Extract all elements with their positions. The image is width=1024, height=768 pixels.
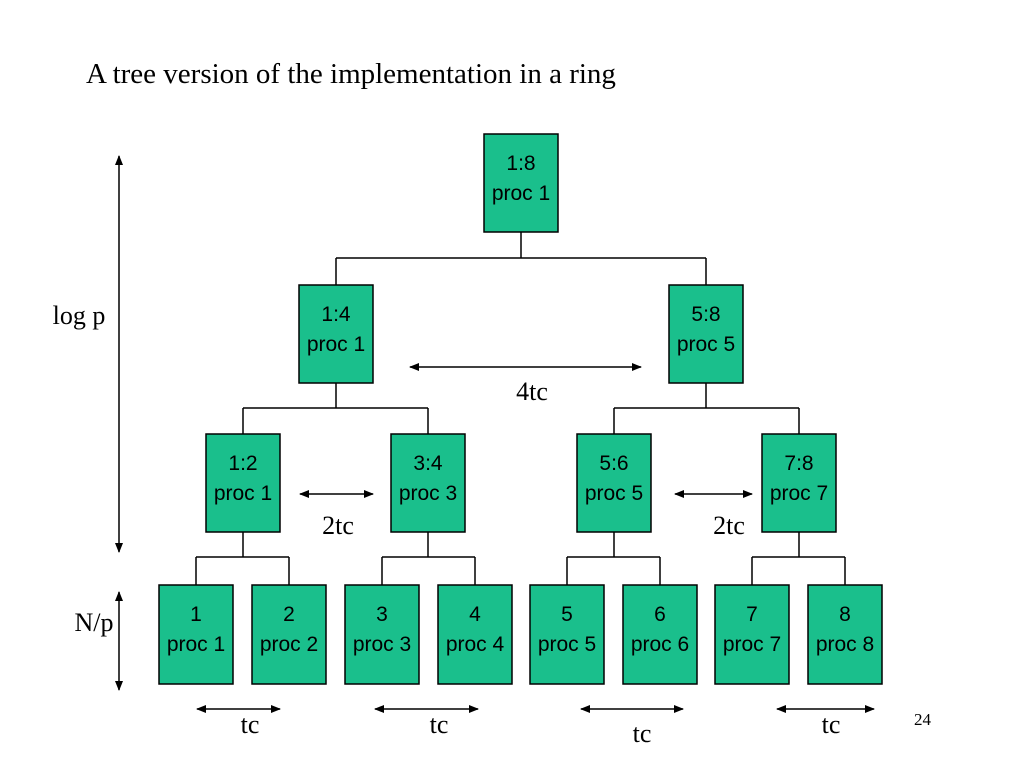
node-proc: proc 7 [723, 633, 781, 656]
node-box [761, 433, 837, 533]
node-proc: proc 1 [214, 482, 272, 505]
node-box [668, 284, 744, 384]
node-range: 6 [654, 603, 666, 626]
cost-label-level2-left: 2tc [322, 511, 354, 540]
node-box [576, 433, 652, 533]
cost-label-level2-right: 2tc [713, 511, 745, 540]
tree-node: 6 proc 6 [622, 584, 698, 685]
node-range: 4 [469, 603, 481, 626]
node-proc: proc 4 [446, 633, 505, 656]
node-proc: proc 5 [677, 333, 735, 356]
log-p-label: log p [53, 301, 106, 330]
node-range: 2 [283, 603, 295, 626]
node-box [714, 584, 790, 685]
tree-node: 1 proc 1 [158, 584, 234, 685]
node-box [529, 584, 605, 685]
tree-node: 5 proc 5 [529, 584, 605, 685]
tree-node: 2 proc 2 [251, 584, 327, 685]
node-proc: proc 8 [816, 633, 874, 656]
node-proc: proc 1 [167, 633, 225, 656]
tree-node: 1:8 proc 1 [483, 133, 559, 233]
cost-label-leaf: tc [633, 719, 652, 748]
node-box [437, 584, 513, 685]
tree-node: 3 proc 3 [344, 584, 420, 685]
node-range: 8 [839, 603, 851, 626]
tree-node: 3:4 proc 3 [390, 433, 466, 533]
node-box [622, 584, 698, 685]
node-box [251, 584, 327, 685]
tree-node: 1:4 proc 1 [298, 284, 374, 384]
tree-node: 8 proc 8 [807, 584, 883, 685]
tree-connectors [195, 232, 846, 585]
node-range: 5:8 [691, 303, 720, 326]
node-proc: proc 1 [307, 333, 365, 356]
cost-label-leaf: tc [241, 710, 260, 739]
node-box [483, 133, 559, 233]
cost-label-level1: 4tc [516, 377, 548, 406]
tree-node: 4 proc 4 [437, 584, 513, 685]
tree-node: 1:2 proc 1 [205, 433, 281, 533]
node-range: 1:2 [228, 452, 257, 475]
node-box [205, 433, 281, 533]
tree-nodes: 1:8 proc 1 1:4 proc 1 5:8 proc 5 1:2 proc 1 3:4 p… [158, 133, 883, 685]
tree-node: 7 proc 7 [714, 584, 790, 685]
node-range: 5:6 [599, 452, 628, 475]
node-range: 7:8 [784, 452, 813, 475]
node-proc: proc 3 [399, 482, 457, 505]
cost-label-leaf: tc [430, 710, 449, 739]
cost-label-leaf: tc [822, 710, 841, 739]
node-proc: proc 1 [492, 182, 550, 205]
node-box [807, 584, 883, 685]
node-box [298, 284, 374, 384]
node-range: 7 [746, 603, 758, 626]
node-box [390, 433, 466, 533]
node-box [344, 584, 420, 685]
node-box [158, 584, 234, 685]
node-range: 1 [190, 603, 202, 626]
tree-node: 5:8 proc 5 [668, 284, 744, 384]
node-proc: proc 3 [353, 633, 411, 656]
node-range: 5 [561, 603, 573, 626]
page-number: 24 [914, 710, 931, 729]
node-range: 3:4 [413, 452, 443, 475]
node-proc: proc 5 [585, 482, 643, 505]
node-proc: proc 6 [631, 633, 689, 656]
cost-annotations: log p N/p 4tc 2tc 2tc tc tc tc tc [53, 155, 875, 748]
node-proc: proc 5 [538, 633, 596, 656]
tree-node: 7:8 proc 7 [761, 433, 837, 533]
node-range: 1:8 [506, 152, 535, 175]
node-proc: proc 7 [770, 482, 828, 505]
tree-node: 5:6 proc 5 [576, 433, 652, 533]
node-proc: proc 2 [260, 633, 318, 656]
slide-title: A tree version of the implementation in … [86, 58, 616, 90]
node-range: 3 [376, 603, 388, 626]
n-over-p-label: N/p [75, 608, 114, 637]
node-range: 1:4 [321, 303, 351, 326]
